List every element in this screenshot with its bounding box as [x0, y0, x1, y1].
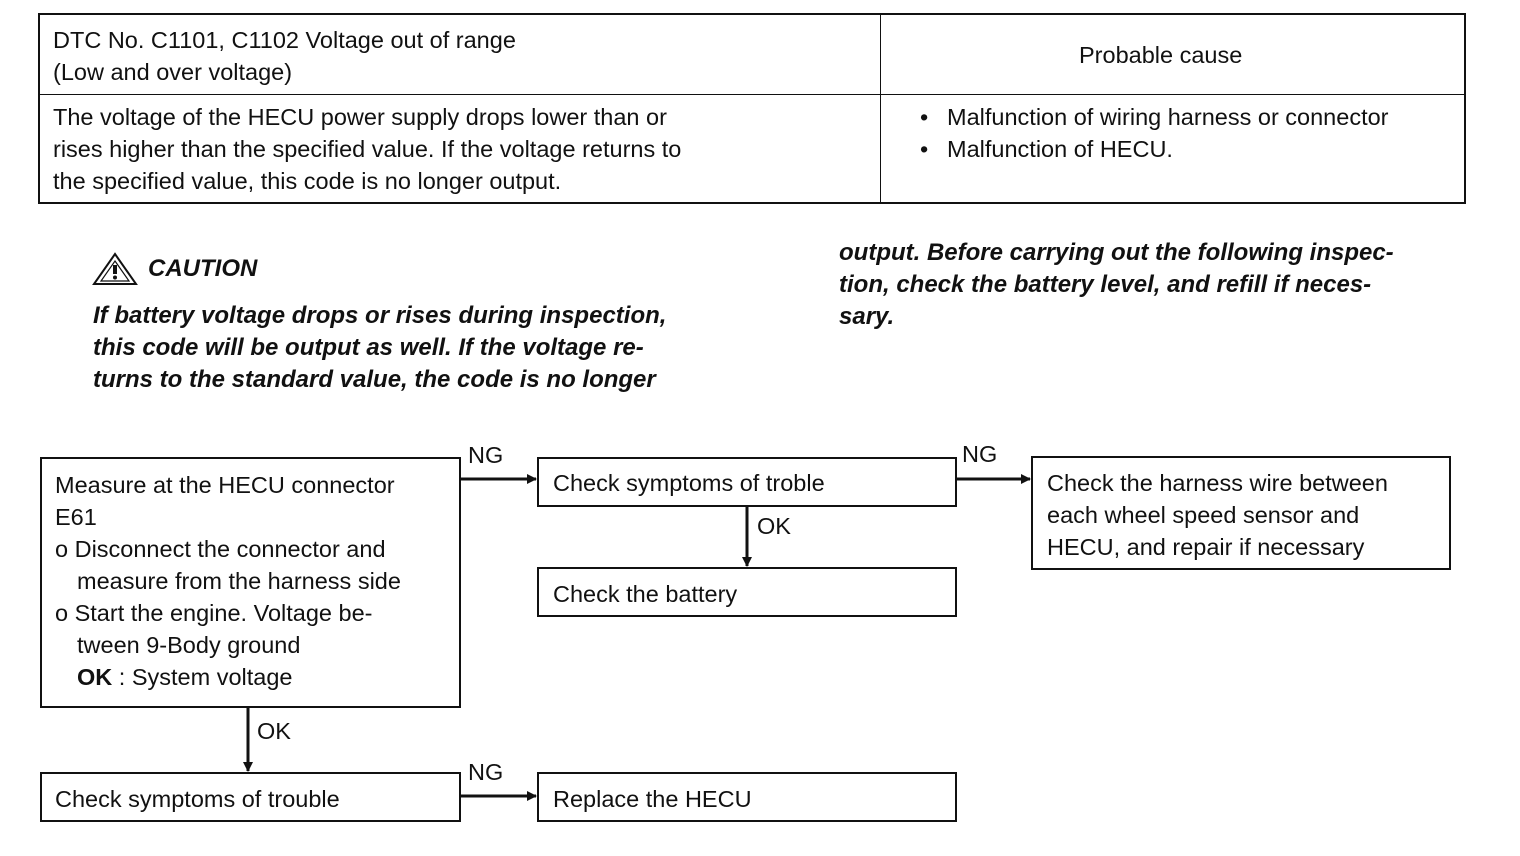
caution-text-left: If battery voltage drops or rises during… [93, 300, 666, 396]
description-line: The voltage of the HECU power supply dro… [53, 104, 667, 130]
measure-line: Measure at the HECU connector [55, 472, 395, 498]
replace-hecu-box: Replace the HECU [537, 772, 957, 822]
ng-label: NG [468, 759, 504, 785]
ok-label: OK [757, 513, 791, 539]
ok-label: OK [257, 718, 291, 744]
caution-line: sary. [839, 303, 895, 330]
cause-list-item: Malfunction of HECU. [916, 133, 1389, 165]
check-symptoms-bottom-text: Check symptoms of trouble [55, 786, 340, 812]
description-line: rises higher than the specified value. I… [53, 136, 682, 162]
measure-box-text: Measure at the HECU connector E61 o Disc… [55, 469, 401, 693]
harness-line: Check the harness wire between [1047, 470, 1388, 496]
measure-line: o Disconnect the connector and [55, 536, 386, 562]
measure-ok-line: OK : System voltage [55, 661, 401, 693]
table-row-divider [40, 94, 1464, 95]
probable-cause-header: Probable cause [1079, 42, 1243, 68]
cause-list-item: Malfunction of wiring harness or connect… [916, 101, 1389, 133]
ok-criterion-label: OK [77, 664, 113, 690]
probable-cause-list: Malfunction of wiring harness or connect… [916, 101, 1389, 165]
caution-line: this code will be output as well. If the… [93, 334, 644, 361]
description-line: the specified value, this code is no lon… [53, 168, 562, 194]
dtc-table: DTC No. C1101, C1102 Voltage out of rang… [38, 13, 1466, 204]
measure-line: o Start the engine. Voltage be- [55, 600, 373, 626]
caution-line: tion, check the battery level, and refil… [839, 271, 1372, 298]
ng-label: NG [468, 442, 504, 468]
check-battery-box: Check the battery [537, 567, 957, 617]
measure-connector-box: Measure at the HECU connector E61 o Disc… [40, 457, 461, 708]
caution-line: turns to the standard value, the code is… [93, 366, 656, 393]
measure-line: E61 [55, 504, 97, 530]
caution-line: output. Before carrying out the followin… [839, 239, 1394, 266]
warning-triangle-icon [92, 252, 138, 285]
measure-line: measure from the harness side [77, 568, 401, 594]
dtc-description-cell: The voltage of the HECU power supply dro… [53, 101, 681, 197]
harness-line: each wheel speed sensor and [1047, 502, 1360, 528]
table-column-divider [880, 15, 881, 202]
check-harness-box: Check the harness wire between each whee… [1031, 456, 1451, 570]
caution-title: CAUTION [148, 255, 258, 282]
dtc-header-cell: DTC No. C1101, C1102 Voltage out of rang… [53, 24, 516, 88]
caution-text-right: output. Before carrying out the followin… [839, 237, 1394, 333]
check-battery-text: Check the battery [553, 581, 738, 607]
ok-criterion-value: : System voltage [112, 664, 293, 690]
measure-line: tween 9-Body ground [77, 632, 301, 658]
caution-line: If battery voltage drops or rises during… [93, 302, 667, 329]
dtc-header-line: (Low and over voltage) [53, 59, 293, 85]
check-symptoms-top-box: Check symptoms of troble [537, 457, 957, 507]
harness-box-text: Check the harness wire between each whee… [1047, 467, 1388, 563]
check-symptoms-bottom-box: Check symptoms of trouble [40, 772, 461, 822]
replace-hecu-text: Replace the HECU [553, 786, 752, 812]
check-symptoms-top-text: Check symptoms of troble [553, 470, 825, 496]
dtc-header-line: DTC No. C1101, C1102 Voltage out of rang… [53, 27, 516, 53]
harness-line: HECU, and repair if necessary [1047, 534, 1365, 560]
ng-label: NG [962, 441, 998, 467]
